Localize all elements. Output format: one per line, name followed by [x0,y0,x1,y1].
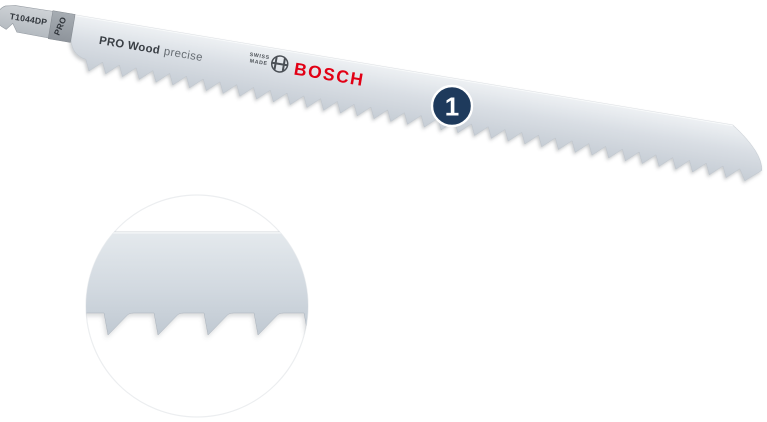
blade-top-highlight [74,15,733,127]
teeth-detail-view [85,194,309,418]
callout-badge-number: 1 [445,92,459,122]
blade-body [70,14,762,182]
detail-strip [86,231,308,336]
callout-badge-1: 1 [430,84,474,128]
callout-badge-circle [430,84,474,128]
origin-mark: SWISS MADE [249,52,270,67]
shank-pro-band [47,10,76,43]
origin-line1: SWISS [249,52,270,61]
origin-line2: MADE [249,58,268,67]
bosch-armature-icon [270,55,289,73]
blade-shank-tang [0,5,54,39]
